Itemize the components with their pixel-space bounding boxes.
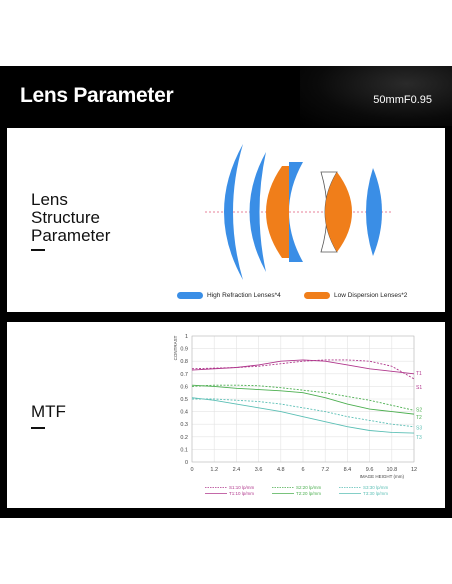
x-tick-label: 3.6 [255, 467, 263, 473]
legend-swatch-orange [304, 292, 330, 299]
series-end-label: T2 [416, 415, 422, 421]
legend-label: High Refraction Lenses*4 [207, 292, 281, 299]
legend-high-refraction: High Refraction Lenses*4 [177, 292, 281, 299]
y-tick-label: 0.8 [180, 359, 188, 365]
y-tick-label: 1 [185, 334, 188, 340]
x-tick-label: 7.2 [321, 467, 329, 473]
series-line-t3 [191, 397, 415, 434]
lens-element-1 [224, 144, 243, 280]
legend-low-dispersion: Low Dispersion Lenses*2 [304, 292, 407, 299]
lens-element-7 [366, 168, 382, 256]
series-line-t1 [191, 359, 415, 375]
x-tick-label: 1.2 [210, 467, 218, 473]
series-line-s3 [192, 398, 415, 428]
lens-element-6 [325, 172, 352, 252]
structure-title-line-3: Parameter [31, 226, 111, 245]
y-tick-label: 0 [185, 460, 188, 466]
y-tick-label: 0.1 [180, 447, 188, 453]
series-end-label: S1 [416, 385, 422, 391]
series-line-s1 [191, 359, 415, 380]
x-tick-label: 10.8 [386, 467, 397, 473]
y-tick-label: 0.2 [180, 435, 188, 441]
structure-title-line-1: Lens [31, 190, 68, 209]
x-tick-label: 2.4 [233, 467, 241, 473]
x-tick-label: 12 [411, 467, 417, 473]
x-axis-label: IMAGE HEIGHT (mm) [360, 474, 405, 479]
series-end-label: S3 [416, 426, 422, 432]
mtf-legend-label: S2:20 lp/mm [296, 485, 322, 490]
lens-element-3 [266, 166, 289, 258]
title-underline [31, 249, 45, 251]
page-title: Lens Parameter [20, 84, 174, 107]
legend-label: Low Dispersion Lenses*2 [334, 292, 408, 299]
y-tick-label: 0.5 [180, 397, 188, 403]
x-tick-label: 6 [301, 467, 304, 473]
mtf-title: MTF [31, 402, 66, 421]
mtf-legend-label: T3:30 lp/mm [363, 491, 388, 496]
mtf-legend-label: S3:30 lp/mm [363, 485, 389, 490]
x-tick-label: 8.4 [344, 467, 352, 473]
series-end-label: T3 [416, 435, 422, 441]
mtf-legend-label: T2:20 lp/mm [296, 491, 321, 496]
lens-model: 50mmF0.95 [373, 94, 432, 106]
x-tick-label: 4.8 [277, 467, 285, 473]
series-line-t2 [191, 384, 415, 415]
mtf-legend-label: S1:10 lp/mm [229, 485, 255, 490]
x-tick-label: 0 [190, 467, 193, 473]
y-axis-label: CONTRAST [173, 335, 178, 360]
x-tick-label: 9.6 [366, 467, 374, 473]
lens-diagram [205, 144, 391, 280]
series-line-s2 [191, 384, 415, 411]
mtf-legend-label: T1:10 lp/mm [229, 491, 254, 496]
title-underline [31, 427, 45, 429]
lens-element-2 [249, 152, 266, 272]
lens-element-4 [289, 162, 303, 262]
y-tick-label: 0.9 [180, 347, 188, 353]
y-tick-label: 0.4 [180, 410, 188, 416]
y-tick-label: 0.3 [180, 422, 188, 428]
legend-swatch-blue [177, 292, 203, 299]
structure-title-line-2: Structure [31, 208, 100, 227]
lens-structure-panel: Lens Structure Parameter High Refraction… [7, 128, 445, 312]
y-tick-label: 0.6 [180, 384, 188, 390]
background-glow [300, 66, 452, 126]
series-end-label: S2 [416, 407, 422, 413]
y-tick-label: 0.7 [180, 372, 188, 378]
series-end-label: T1 [416, 371, 422, 377]
